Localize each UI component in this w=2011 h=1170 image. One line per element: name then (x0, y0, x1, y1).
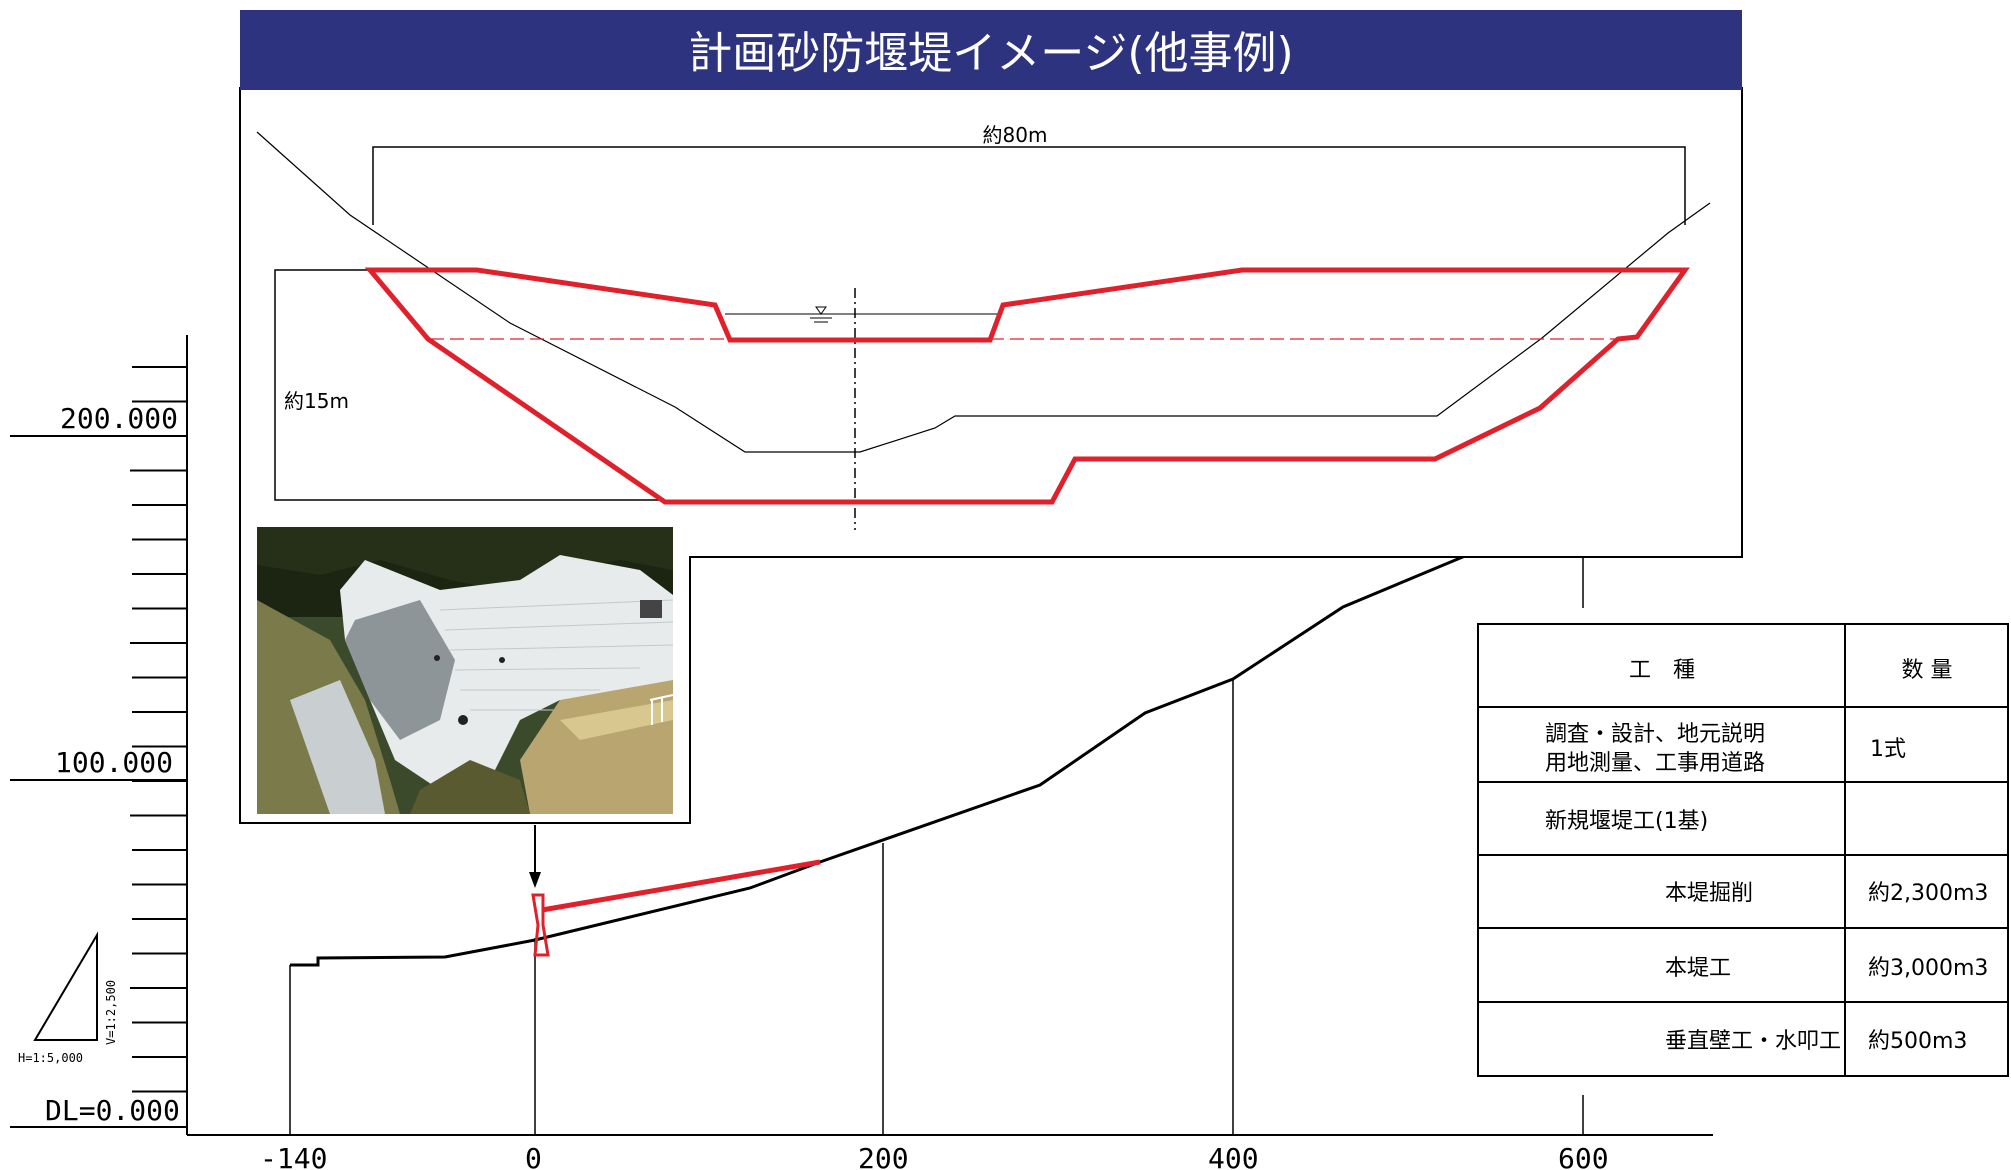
ground-profile-line (290, 554, 1466, 967)
width-dimension-label: 約80m (983, 123, 1048, 147)
table-row-1-qty: 1式 (1870, 737, 1906, 762)
water-level-marker (725, 306, 1000, 323)
scale-h-label: H=1:5,000 (18, 1051, 83, 1065)
y-label-0: DL=0.000 (45, 1094, 180, 1127)
x-label-0: 0 (525, 1142, 542, 1170)
height-dimension-label: 約15m (284, 389, 349, 413)
table-header-work: 工 種 (1629, 658, 1695, 683)
table-row-1-work-line1: 調査・設計、地元説明 (1545, 722, 1765, 747)
profile-axes (10, 335, 1713, 1136)
x-label-600: 600 (1558, 1142, 1609, 1170)
table-row-4-work: 本堤工 (1665, 956, 1731, 981)
dam-outline (364, 267, 1690, 505)
y-label-100: 100.000 (55, 746, 173, 779)
table-header-qty: 数 量 (1902, 658, 1953, 683)
x-label-neg140: -140 (260, 1142, 327, 1170)
x-label-400: 400 (1208, 1142, 1259, 1170)
x-label-200: 200 (858, 1142, 909, 1170)
table-row-3-qty: 約2,300m3 (1868, 881, 1988, 906)
planned-dam-profile (531, 859, 821, 957)
cross-section: 約80m 約15m (256, 123, 1711, 530)
table-row-2-work: 新規堰堤工(1基) (1545, 809, 1708, 834)
scale-triangle: H=1:5,000 V=1:2,500 (18, 931, 118, 1065)
title-banner (240, 10, 1742, 90)
table-row-4-qty: 約3,000m3 (1868, 956, 1988, 981)
terrain-line (256, 131, 1711, 453)
dam-photo (257, 527, 674, 814)
table-row-5-qty: 約500m3 (1868, 1029, 1967, 1054)
table-row-5-work: 垂直壁工・水叩工 (1665, 1029, 1841, 1054)
quantity-table: 工 種 数 量 調査・設計、地元説明 用地測量、工事用道路 1式 新規堰堤工(1… (1477, 623, 2009, 1077)
pointer-arrow (529, 825, 541, 888)
table-row-3-work: 本堤掘削 (1665, 881, 1753, 906)
y-label-200: 200.000 (60, 402, 178, 435)
scale-v-label: V=1:2,500 (104, 980, 118, 1045)
banner-title: 計画砂防堰堤イメージ(他事例) (688, 28, 1293, 79)
table-row-1-work-line2: 用地測量、工事用道路 (1545, 751, 1765, 776)
